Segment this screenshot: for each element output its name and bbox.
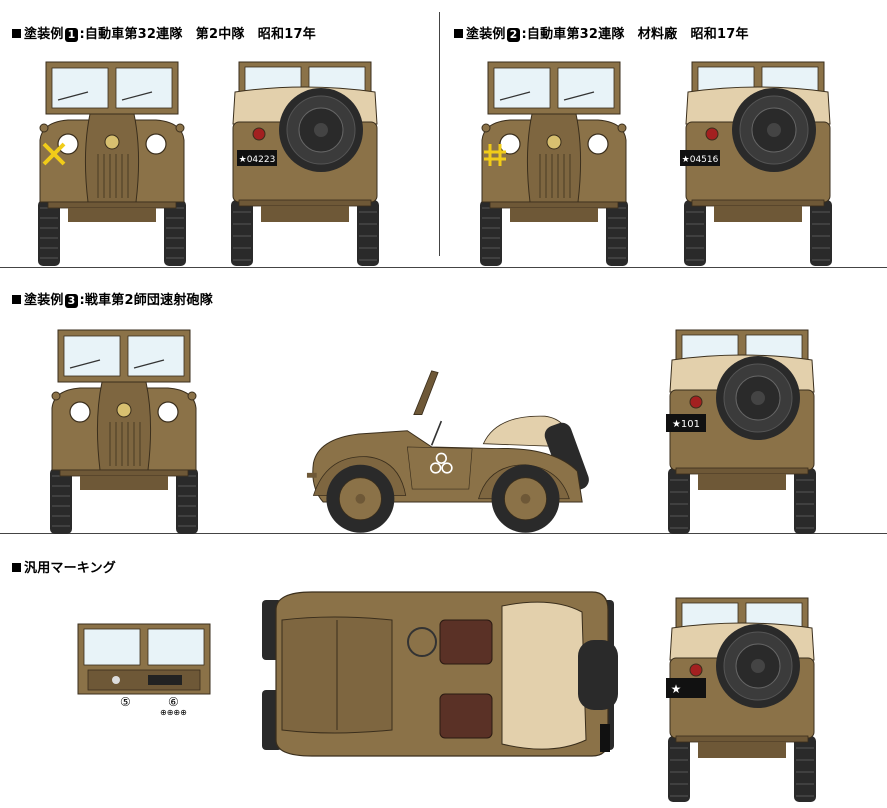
bullet-square-icon [12, 295, 21, 304]
license-plate-1 [237, 150, 277, 166]
section-1-number: 1 [64, 28, 79, 42]
section-3-prefix: 塗装例 [24, 293, 64, 308]
section-1-prefix: 塗装例 [24, 27, 64, 42]
yellow-double-cross-marking-icon [484, 144, 506, 166]
vehicle-front-view-1 [37, 61, 187, 267]
vehicle-front-view-2 [479, 61, 629, 267]
bullet-square-icon [12, 563, 21, 572]
marking-6-label: ⑥ [168, 695, 179, 709]
vehicle-rear-view-4: ★ [666, 597, 817, 803]
vehicle-rear-view-3: ★101 [666, 329, 817, 535]
vehicle-rear-view-2: ★04516 [680, 61, 833, 267]
section-3-number: 3 [64, 294, 79, 308]
license-plate-1-text: ★04223 [239, 155, 276, 165]
license-plate-2-text: ★04516 [682, 155, 719, 165]
section-1-title: :自動車第32連隊 第2中隊 昭和17年 [79, 27, 316, 42]
yellow-x-marking-icon [42, 142, 66, 166]
section-3-title: :戦車第2師団速射砲隊 [79, 293, 213, 308]
section-2-number: 2 [506, 28, 521, 42]
horizontal-divider-2 [0, 533, 887, 534]
license-plate-3 [666, 414, 706, 432]
license-plate-2 [680, 150, 720, 166]
three-circles-unit-icon [430, 452, 453, 474]
license-plate-4-text: ★ [671, 682, 682, 696]
section-2-prefix: 塗装例 [466, 27, 506, 42]
section-4-header: 汎用マーキング [12, 557, 116, 576]
license-plate-3-text: ★101 [672, 419, 700, 430]
bullet-square-icon [12, 29, 21, 38]
marking-5-label: ⑤ [120, 695, 131, 709]
bullet-square-icon [454, 29, 463, 38]
marking-6-decals: ⊕⊕⊕⊕ [160, 708, 187, 717]
section-4-title: 汎用マーキング [24, 561, 117, 576]
horizontal-divider-1 [0, 267, 887, 268]
dashboard-marking-view [77, 623, 211, 695]
vehicle-front-view-3 [49, 329, 199, 535]
vehicle-rear-view-1: ★04223 [230, 61, 380, 267]
license-plate-4 [666, 678, 706, 698]
vehicle-side-view-3 [306, 370, 593, 534]
section-2-title: :自動車第32連隊 材料廠 昭和17年 [521, 27, 749, 42]
star-insignia-icon [600, 724, 610, 752]
vertical-divider [439, 12, 440, 256]
vehicle-top-view [261, 591, 619, 757]
